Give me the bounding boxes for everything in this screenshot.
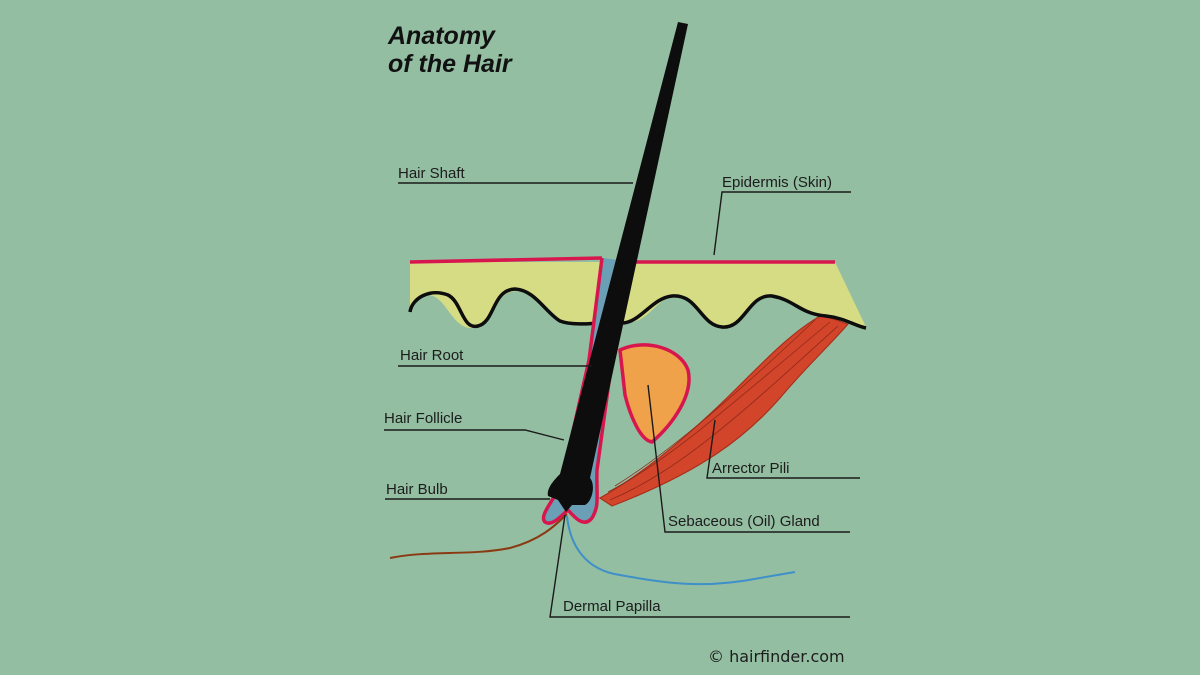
title-line-1: Anatomy [387,22,496,50]
epidermis-left [410,262,602,329]
leader-lines [384,182,860,618]
epidermis-right [622,262,866,328]
skin-surface-left [409,256,603,264]
label-hair-follicle: Hair Follicle [384,410,462,427]
label-hair-bulb: Hair Bulb [386,481,448,498]
arrector-pili-muscle [598,314,850,507]
credit-watermark: © hairfinder.com [708,647,845,666]
label-sebaceous-gland: Sebaceous (Oil) Gland [668,513,820,530]
hair-shaft [547,22,688,512]
label-hair-root: Hair Root [400,347,464,364]
epidermis-wavy-boundary [408,287,598,328]
label-dermal-papilla: Dermal Papilla [563,598,661,615]
blood-vessel [566,515,796,586]
nerve-fiber [389,513,568,559]
label-epidermis: Epidermis (Skin) [722,174,832,191]
label-arrector-pili: Arrector Pili [712,460,790,477]
epidermis-wavy-boundary-right [621,294,867,330]
title-line-2: of the Hair [388,50,513,78]
sebaceous-gland [618,343,691,444]
label-hair-shaft: Hair Shaft [398,165,466,182]
